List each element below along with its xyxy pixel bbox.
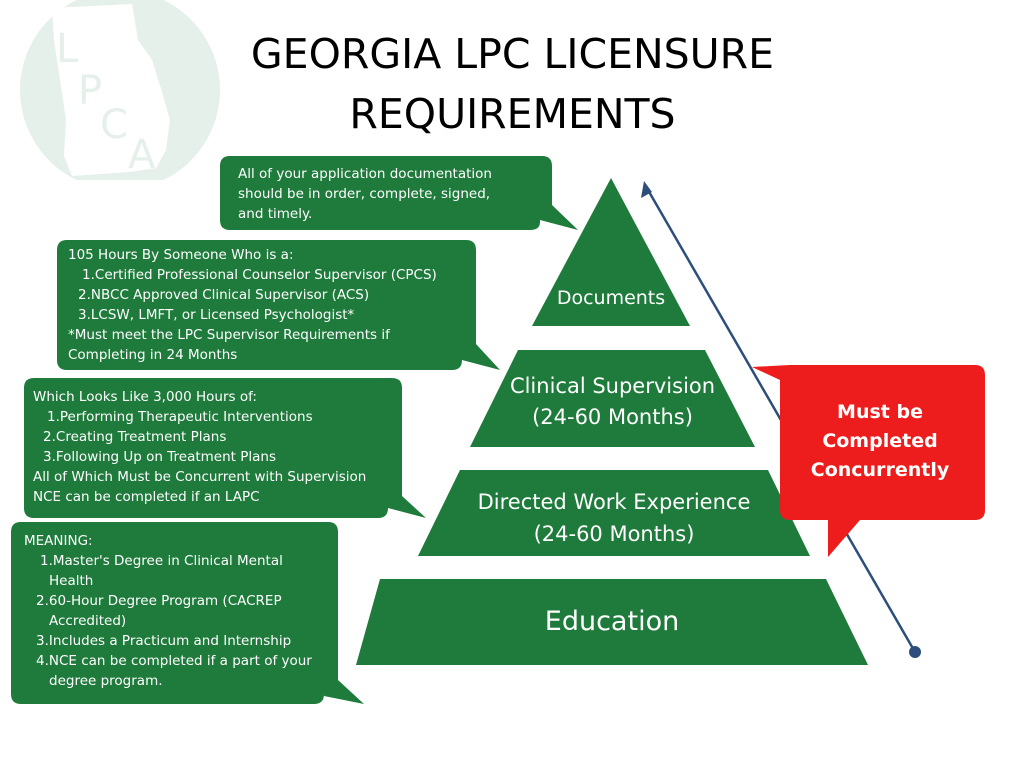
experience-item-2: Creating Treatment Plans <box>55 429 227 445</box>
tier-documents <box>532 178 690 326</box>
callout-line-2: Completed <box>822 430 938 452</box>
callout-must-be-concurrent <box>752 365 985 557</box>
list-item: 3.Includes a Practicum and Internship <box>36 633 292 649</box>
list-item-continuation: Health <box>49 573 94 589</box>
callout-text: Must be Completed Concurrently <box>790 398 970 485</box>
experience-item-1: Performing Therapeutic Interventions <box>59 409 313 425</box>
tier-clinical-supervision <box>470 350 755 447</box>
list-item-continuation: degree program. <box>49 673 163 689</box>
supervision-item-1: Certified Professional Counselor Supervi… <box>94 267 437 283</box>
list-item: 2.Creating Treatment Plans <box>43 429 227 445</box>
tier-documents-label: Documents <box>556 287 666 309</box>
list-item-continuation: Accredited) <box>49 613 127 629</box>
tier-education <box>356 579 868 665</box>
bubble-education-text: MEANING: 1.Master's Degree in Clinical M… <box>24 531 312 691</box>
list-item: 2.NBCC Approved Clinical Supervisor (ACS… <box>78 287 370 303</box>
list-item: 1.Certified Professional Counselor Super… <box>82 267 437 283</box>
tier-education-label: Education <box>544 606 680 637</box>
education-item-2: 60-Hour Degree Program (CACREP <box>48 593 282 609</box>
education-item-1: Master's Degree in Clinical Mental <box>52 553 283 569</box>
education-item-4: NCE can be completed if a part of your <box>48 653 312 669</box>
list-item: 3.Following Up on Treatment Plans <box>43 449 276 465</box>
callout-line-1: Must be <box>837 401 923 423</box>
logo-letter-l: L <box>56 26 79 72</box>
tier-directed-line-2: (24-60 Months) <box>533 522 695 546</box>
supervision-item-2: NBCC Approved Clinical Supervisor (ACS) <box>90 287 370 303</box>
list-item: 3.LCSW, LMFT, or Licensed Psychologist* <box>78 307 355 323</box>
logo-letter-a: A <box>128 132 156 178</box>
bubble-documents-line-1: All of your application documentation <box>238 166 492 182</box>
bubble-experience-text: Which Looks Like 3,000 Hours of: 1.Perfo… <box>33 387 366 507</box>
list-item: 4.NCE can be completed if a part of your <box>36 653 312 669</box>
experience-item-3: Following Up on Treatment Plans <box>55 449 276 465</box>
bubble-documents-text: All of your application documentation sh… <box>238 164 492 224</box>
logo-letter-p: P <box>78 68 102 114</box>
tier-directed-work <box>418 470 810 556</box>
georgia-state-outline-icon <box>52 4 170 176</box>
bubble-documents-line-3: and timely. <box>238 206 313 222</box>
tier-clinical-line-2: (24-60 Months) <box>532 405 693 429</box>
tier-directed-line-1: Directed Work Experience <box>477 490 751 514</box>
tier-clinical-line-1: Clinical Supervision <box>509 374 716 398</box>
education-intro: MEANING: <box>24 533 93 549</box>
experience-note-1: All of Which Must be Concurrent with Sup… <box>33 469 367 485</box>
bubble-education <box>11 522 364 704</box>
title-line-1: GEORGIA LPC LICENSURE <box>250 30 775 78</box>
supervision-note-2: Completing in 24 Months <box>68 347 238 363</box>
bubble-supervision-text: 105 Hours By Someone Who is a: 1.Certifi… <box>68 245 437 365</box>
list-item: 1.Master's Degree in Clinical Mental <box>40 553 283 569</box>
title-line-2: REQUIREMENTS <box>349 90 676 138</box>
tier-directed-label: Directed Work Experience (24-60 Months) <box>418 486 810 550</box>
supervision-item-3: LCSW, LMFT, or Licensed Psychologist* <box>90 307 355 323</box>
bubble-documents <box>220 156 578 230</box>
experience-intro: Which Looks Like 3,000 Hours of: <box>33 389 257 405</box>
page-title: GEORGIA LPC LICENSURE REQUIREMENTS <box>195 24 830 144</box>
tier-clinical-label: Clinical Supervision (24-60 Months) <box>470 371 755 433</box>
arrow-tail-dot <box>909 646 921 658</box>
experience-note-2: NCE can be completed if an LAPC <box>33 489 260 505</box>
education-item-3: Includes a Practicum and Internship <box>48 633 292 649</box>
logo-letter-c: C <box>100 102 128 148</box>
bubble-documents-line-2: should be in order, complete, signed, <box>238 186 491 202</box>
supervision-intro: 105 Hours By Someone Who is a: <box>68 247 294 263</box>
list-item: 1.Performing Therapeutic Interventions <box>47 409 313 425</box>
bubble-experience <box>24 378 426 518</box>
supervision-note-1: *Must meet the LPC Supervisor Requiremen… <box>68 327 390 343</box>
list-item: 2.60-Hour Degree Program (CACREP <box>36 593 282 609</box>
arrowhead-icon <box>641 181 652 198</box>
bubble-supervision <box>57 240 500 370</box>
callout-line-3: Concurrently <box>810 459 950 481</box>
lpca-logo: L P C A <box>20 0 220 180</box>
